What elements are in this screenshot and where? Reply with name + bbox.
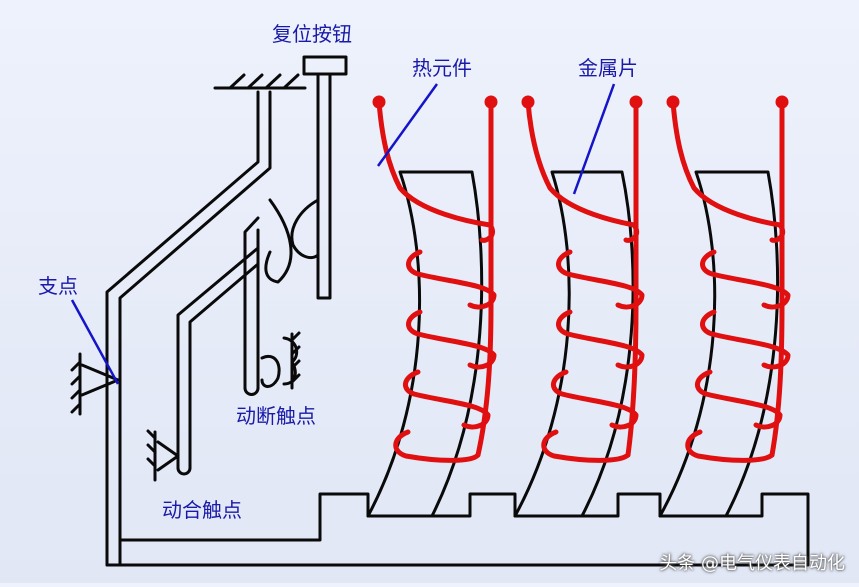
heating-element-label: 热元件 <box>412 56 472 80</box>
heating-element-1 <box>372 95 498 463</box>
reset-button-label: 复位按钮 <box>272 22 352 46</box>
heating-element-2 <box>521 95 645 463</box>
metal-strip-leader <box>572 83 616 195</box>
metal-strip-label: 金属片 <box>578 56 638 80</box>
heating-element-3 <box>666 95 791 463</box>
main-lever <box>105 90 272 567</box>
break-contact-label: 动断触点 <box>236 404 316 428</box>
make-contact-label: 动合触点 <box>162 498 242 522</box>
pivot-label: 支点 <box>38 274 78 298</box>
make-contact-arm <box>176 246 260 476</box>
pivot-support <box>70 352 120 416</box>
break-contact-arm <box>243 198 320 396</box>
top-fixed-support <box>213 73 307 90</box>
watermark: 头条 @电气仪表自动化 <box>659 553 845 574</box>
pivot-leader <box>70 299 120 385</box>
heating-element-leader <box>376 83 439 167</box>
metal-strip-3 <box>658 170 780 518</box>
reset-button-shape <box>302 55 348 300</box>
break-contact-fixed <box>260 331 301 390</box>
make-contact-fixed <box>146 429 180 482</box>
